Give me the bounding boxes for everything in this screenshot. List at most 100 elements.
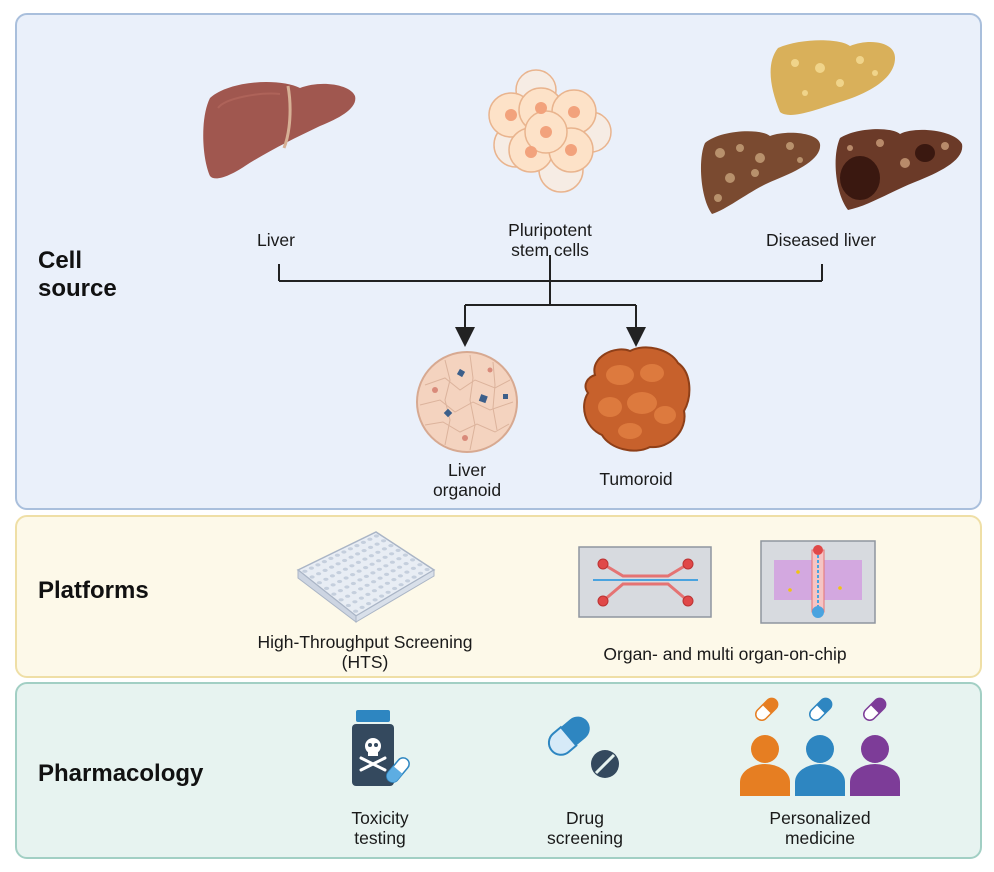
plate-well bbox=[360, 540, 366, 544]
plate-well bbox=[323, 577, 329, 581]
plate-well bbox=[378, 585, 384, 589]
plate-well bbox=[395, 548, 401, 552]
plate-well bbox=[376, 559, 382, 563]
plate-well bbox=[322, 568, 328, 572]
plate-well bbox=[389, 560, 395, 564]
plate-well bbox=[342, 558, 348, 563]
plate-well bbox=[364, 583, 370, 587]
liver-icon bbox=[203, 82, 356, 179]
plate-well bbox=[368, 554, 374, 558]
plate-well bbox=[377, 576, 383, 580]
plate-well bbox=[371, 589, 377, 593]
plate-well bbox=[315, 563, 321, 567]
plate-well bbox=[363, 566, 369, 570]
plate-well bbox=[352, 600, 358, 604]
plate-well bbox=[374, 542, 380, 546]
plate-well bbox=[397, 565, 403, 569]
plate-well bbox=[350, 581, 356, 586]
plate-well bbox=[338, 598, 344, 602]
plate-well bbox=[392, 586, 398, 591]
platforms-heading: Platforms bbox=[38, 577, 149, 604]
plate-well bbox=[345, 603, 351, 608]
plate-well bbox=[404, 570, 410, 574]
plate-well bbox=[309, 575, 315, 579]
plate-well bbox=[341, 550, 347, 554]
plate-well bbox=[349, 564, 355, 568]
multi-organ-chip-icon bbox=[760, 540, 876, 624]
organ-on-chip-icon bbox=[578, 546, 712, 618]
plate-well bbox=[365, 592, 371, 596]
plate-well bbox=[397, 574, 403, 578]
plate-well bbox=[390, 569, 396, 573]
plate-well bbox=[388, 544, 394, 548]
plate-well bbox=[363, 574, 369, 578]
plate-well bbox=[345, 594, 351, 598]
plate-well bbox=[335, 562, 341, 566]
plate-well bbox=[348, 555, 354, 559]
plate-well bbox=[316, 581, 322, 585]
plate-well bbox=[376, 567, 382, 571]
plate-well bbox=[368, 545, 374, 549]
plate-well bbox=[366, 602, 372, 606]
liver-organoid-label: Liver organoid bbox=[432, 460, 502, 500]
plate-well bbox=[389, 552, 395, 556]
personalized-medicine-label: Personalized medicine bbox=[769, 808, 871, 848]
plate-well bbox=[403, 562, 409, 566]
plate-well bbox=[342, 567, 348, 571]
capsule-pill-icon bbox=[547, 716, 619, 778]
tumoroid-icon bbox=[583, 346, 691, 452]
tumoroid-label: Tumoroid bbox=[599, 469, 673, 489]
plate-well bbox=[424, 567, 430, 572]
plate-well bbox=[337, 589, 343, 593]
plate-well bbox=[355, 552, 361, 556]
plate-well bbox=[361, 549, 367, 553]
plate-well bbox=[358, 587, 364, 591]
plate-well bbox=[350, 573, 356, 577]
plate-well bbox=[316, 572, 322, 576]
pharmacology-heading: Pharmacology bbox=[38, 760, 204, 787]
plate-well bbox=[373, 534, 379, 538]
hts-label: High-Throughput Screening (HTS) bbox=[257, 632, 473, 672]
plate-well bbox=[417, 563, 423, 567]
plate-well bbox=[357, 578, 363, 582]
stem-cells-icon bbox=[488, 69, 612, 193]
plate-well bbox=[321, 560, 327, 564]
plate-well bbox=[367, 537, 373, 541]
stem-cells-label: Pluripotent stem cells bbox=[508, 220, 592, 260]
well-plate-icon bbox=[296, 531, 436, 624]
plate-well bbox=[329, 565, 335, 569]
plate-well bbox=[324, 586, 330, 590]
plate-well bbox=[329, 574, 335, 578]
people-icon bbox=[740, 697, 900, 796]
plate-well bbox=[328, 556, 334, 560]
toxic-bottle-icon bbox=[352, 710, 410, 786]
plate-well bbox=[418, 571, 424, 575]
plate-well bbox=[343, 576, 349, 580]
plate-well bbox=[385, 590, 391, 594]
plate-well bbox=[396, 557, 402, 561]
plate-well bbox=[398, 583, 404, 587]
plate-well bbox=[362, 557, 368, 561]
plate-well bbox=[358, 596, 364, 600]
plate-well bbox=[353, 609, 359, 613]
plate-well bbox=[384, 581, 390, 585]
plate-well bbox=[382, 555, 388, 559]
plate-well bbox=[411, 575, 417, 579]
diseased-liver-label: Diseased liver bbox=[766, 230, 876, 250]
plate-well bbox=[351, 591, 357, 595]
plate-well bbox=[355, 560, 361, 564]
plate-well bbox=[402, 553, 408, 557]
plate-well bbox=[344, 585, 350, 589]
plate-well bbox=[369, 562, 375, 566]
diseased-liver-icon bbox=[700, 40, 963, 214]
plate-well bbox=[347, 547, 353, 551]
plate-well bbox=[370, 571, 376, 575]
drug-screening-label: Drug screening bbox=[547, 808, 623, 848]
plate-well bbox=[336, 571, 342, 575]
plate-well bbox=[379, 594, 385, 598]
plate-well bbox=[372, 598, 378, 602]
plate-well bbox=[383, 564, 389, 568]
plate-well bbox=[391, 578, 397, 582]
organ-on-chip-label: Organ- and multi organ-on-chip bbox=[603, 644, 847, 664]
